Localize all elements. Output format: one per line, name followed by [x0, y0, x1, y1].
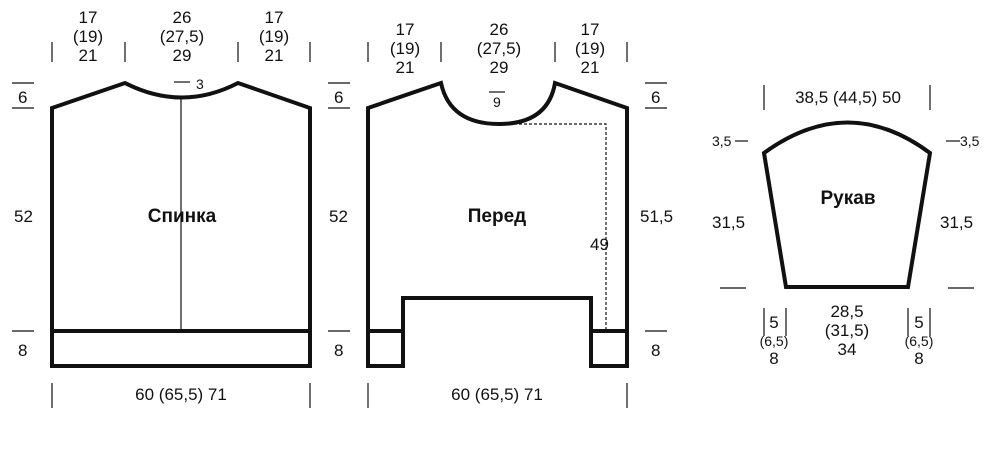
back-neck-3: 29 — [173, 46, 192, 65]
front-neck-3: 29 — [490, 58, 509, 77]
sleeve-bottom-width-1: 28,5 — [830, 302, 863, 321]
back-shoulder-drop: 6 — [18, 88, 27, 107]
sleeve-outline — [761, 120, 933, 289]
front-shoulder-left-3: 21 — [396, 58, 415, 77]
front-neck-2: (27,5) — [477, 39, 521, 58]
front-shoulder-left-2: (19) — [390, 39, 420, 58]
front-shoulder-drop-right: 6 — [651, 88, 660, 107]
back-neck-2: (27,5) — [160, 27, 204, 46]
front-height-right: 51,5 — [640, 207, 673, 226]
front-inner-height: 49 — [590, 235, 609, 254]
sleeve-cuff-left-1: 5 — [769, 313, 778, 332]
back-shoulder-right-3: 21 — [265, 46, 284, 65]
back-height: 52 — [14, 207, 33, 226]
front-shoulder-right-2: (19) — [575, 39, 605, 58]
back-shoulder-right-1: 17 — [265, 8, 284, 27]
front-outline — [366, 80, 629, 368]
sleeve-cuff-right-2: (6,5) — [905, 333, 934, 349]
front-height-left: 52 — [329, 207, 348, 226]
front-rib-right: 8 — [651, 341, 660, 360]
sleeve-title: Рукав — [821, 188, 876, 209]
sleeve-height-right: 31,5 — [940, 213, 973, 232]
front-piece-group: 17 (19) 21 26 (27,5) 29 17 (19) 21 9 6 5… — [328, 20, 673, 408]
back-neck-depth: 3 — [196, 76, 204, 92]
sleeve-cuff-right-1: 5 — [914, 313, 923, 332]
back-title: Спинка — [148, 206, 217, 227]
sleeve-bottom-width-2: (31,5) — [825, 321, 869, 340]
back-shoulder-left-1: 17 — [79, 8, 98, 27]
sleeve-cap-left: 3,5 — [712, 133, 732, 149]
sleeve-cuff-left-3: 8 — [769, 349, 778, 368]
sleeve-cap-right: 3,5 — [960, 133, 980, 149]
sleeve-bottom-width-3: 34 — [838, 340, 857, 359]
front-shoulder-drop-left: 6 — [334, 88, 343, 107]
sleeve-cuff-left-2: (6,5) — [760, 333, 789, 349]
back-neck-1: 26 — [173, 8, 192, 27]
front-shoulder-right-1: 17 — [581, 20, 600, 39]
front-title: Перед — [468, 206, 526, 227]
front-shoulder-left-1: 17 — [396, 20, 415, 39]
front-width: 60 (65,5) 71 — [451, 385, 543, 404]
sleeve-top-width: 38,5 (44,5) 50 — [795, 88, 901, 107]
back-shoulder-right-2: (19) — [259, 27, 289, 46]
back-width: 60 (65,5) 71 — [135, 385, 227, 404]
sleeve-cuff-right-3: 8 — [914, 349, 923, 368]
back-rib: 8 — [18, 341, 27, 360]
sleeve-height-left: 31,5 — [712, 213, 745, 232]
front-neck-depth: 9 — [493, 94, 501, 110]
sleeve-piece-group: 38,5 (44,5) 50 3,5 3,5 Рукав 31,5 31,5 5… — [712, 85, 980, 368]
back-shoulder-left-3: 21 — [79, 46, 98, 65]
back-outline — [50, 80, 312, 368]
front-shoulder-right-3: 21 — [581, 58, 600, 77]
back-shoulder-left-2: (19) — [73, 27, 103, 46]
front-dashed-guide — [499, 123, 607, 331]
front-rib-left: 8 — [334, 341, 343, 360]
front-neck-1: 26 — [490, 20, 509, 39]
back-piece-group: 17 (19) 21 26 (27,5) 29 17 (19) 21 3 6 5… — [12, 8, 312, 408]
